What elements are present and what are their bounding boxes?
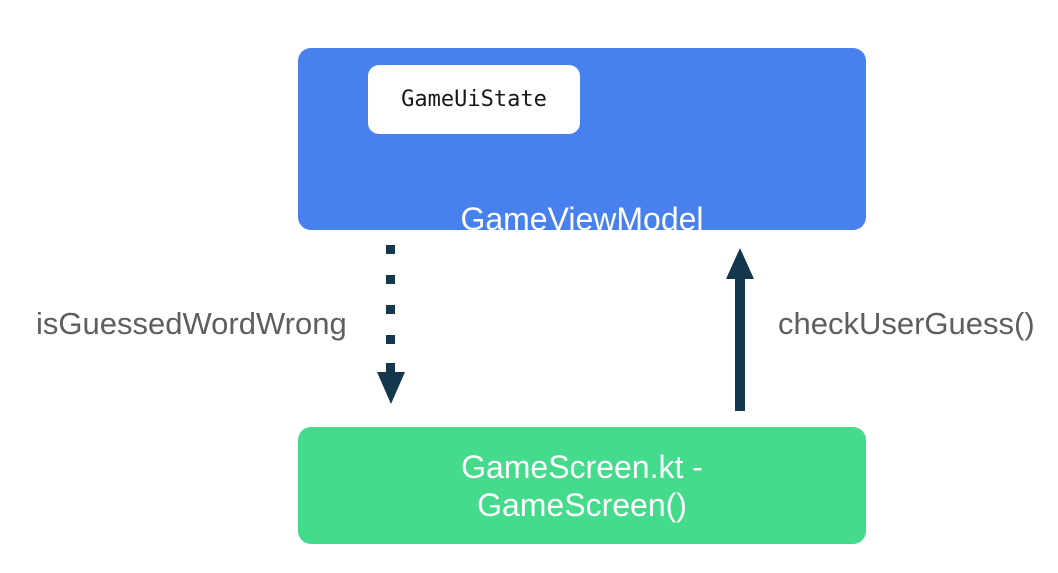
edge-label-is-guessed-word-wrong: isGuessedWordWrong: [36, 306, 347, 341]
node-game-screen-label: GameScreen.kt - GameScreen(): [461, 448, 703, 523]
ui-state-chip-label: GameUiState: [401, 87, 547, 112]
ui-state-chip: GameUiState: [368, 65, 580, 134]
node-game-view-model: GameUiState GameViewModel: [298, 48, 866, 237]
dotted-down-arrow-icon: [377, 245, 405, 404]
node-game-screen: GameScreen.kt - GameScreen(): [298, 427, 866, 544]
node-game-view-model-label: GameViewModel: [460, 201, 704, 237]
edge-label-check-user-guess: checkUserGuess(): [778, 306, 1035, 341]
solid-up-arrow-icon: [726, 248, 754, 411]
